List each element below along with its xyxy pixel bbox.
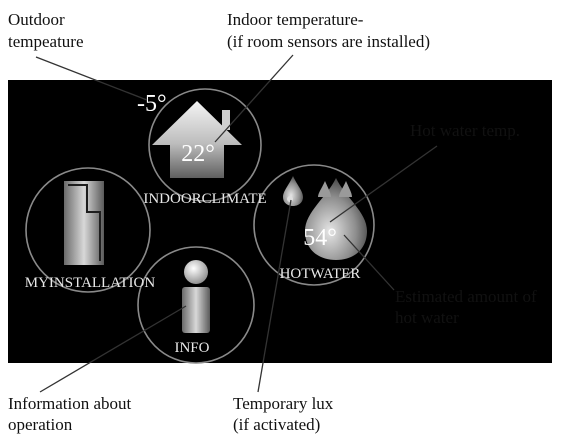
info-callout: Information about operation [8, 394, 135, 434]
cabinet-icon[interactable] [64, 181, 104, 265]
indoor-callout: Indoor temperature- (if room sensors are… [227, 10, 430, 51]
indoor-climate-label[interactable]: INDOORCLIMATE [143, 191, 266, 207]
outdoor-temp-value: -5° [137, 91, 167, 117]
indoor-callout-line-1: Indoor temperature- [227, 10, 364, 29]
lux-callout: Temporary lux (if activated) [233, 394, 338, 434]
my-installation-ring [25, 167, 151, 293]
hot-water-temp-callout-line-1: Hot water temp. [410, 121, 520, 140]
estimated-callout-line-2: hot water [395, 308, 459, 327]
indoor-callout-line-2: (if room sensors are installed) [227, 32, 430, 51]
hot-water-temp-leader [329, 145, 438, 223]
info-leader [39, 305, 187, 393]
outdoor-callout-line-2: tempeature [8, 32, 84, 51]
estimated-callout: Estimated amount of hot water [395, 287, 541, 327]
lux-leader [257, 199, 292, 393]
hot-water-temp-callout: Hot water temp. [410, 121, 520, 140]
info-callout-line-1: Information about [8, 394, 131, 413]
indoor-temp-value: 22° [181, 141, 215, 167]
hot-water-label[interactable]: HOTWATER [280, 266, 361, 282]
outdoor-callout-line-1: Outdoor [8, 10, 65, 29]
info-ring [137, 246, 255, 364]
indoor-climate-ring [148, 88, 262, 202]
house-icon[interactable] [152, 101, 242, 178]
indoor-leader [214, 54, 294, 143]
water-drops-icon[interactable] [305, 178, 367, 260]
info-label[interactable]: INFO [174, 340, 209, 356]
hot-water-temp-value: 54° [303, 225, 337, 251]
lux-callout-line-1: Temporary lux [233, 394, 334, 413]
estimated-callout-line-1: Estimated amount of [395, 287, 537, 306]
lux-callout-line-2: (if activated) [233, 415, 320, 434]
outdoor-callout: Outdoor tempeature [8, 10, 84, 51]
hot-water-ring [253, 164, 375, 286]
info-callout-line-2: operation [8, 415, 73, 434]
info-icon[interactable] [182, 260, 210, 333]
my-installation-label[interactable]: MYINSTALLATION [25, 275, 156, 291]
outdoor-leader [35, 56, 148, 101]
estimated-leader [343, 234, 395, 291]
